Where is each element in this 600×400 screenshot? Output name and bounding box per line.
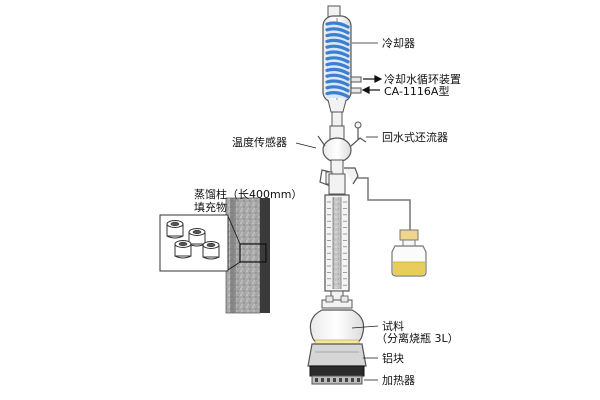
sample-label: 试料 [382, 320, 404, 333]
flask-label: （分离烧瓶 3L） [376, 332, 459, 345]
column-joint [328, 173, 346, 195]
aluminum-block [307, 343, 367, 367]
condenser-label: 冷却器 [382, 37, 415, 50]
heater-label: 加热器 [382, 374, 415, 387]
cooling-model-label: CA-1116A型 [384, 85, 450, 98]
condenser-neck [327, 99, 347, 127]
reflux-divider [317, 121, 367, 175]
column-title-label: 蒸馏柱（长400mm） [194, 188, 303, 201]
label-leader-lines [295, 42, 379, 381]
cooling-water-ports [350, 76, 362, 94]
packing-label: 填充物 [194, 201, 227, 214]
packing-closeup [225, 197, 270, 314]
take-off-line [344, 167, 411, 232]
cooling-unit-label: 冷却水循环装置 [384, 73, 461, 86]
heater [309, 365, 365, 385]
condenser-coil-icon [325, 21, 350, 99]
receiver-bottle [391, 229, 427, 277]
packing-rings-icon [159, 214, 229, 272]
temp-sensor-label: 温度传感器 [232, 136, 287, 149]
zoom-callout-lines [227, 215, 241, 271]
al-block-label: 铝块 [382, 352, 404, 365]
cooling-arrows-icon [361, 75, 383, 94]
reflux-divider-label: 回水式还流器 [382, 131, 448, 144]
distillation-column [324, 194, 350, 302]
separable-flask [309, 295, 365, 352]
